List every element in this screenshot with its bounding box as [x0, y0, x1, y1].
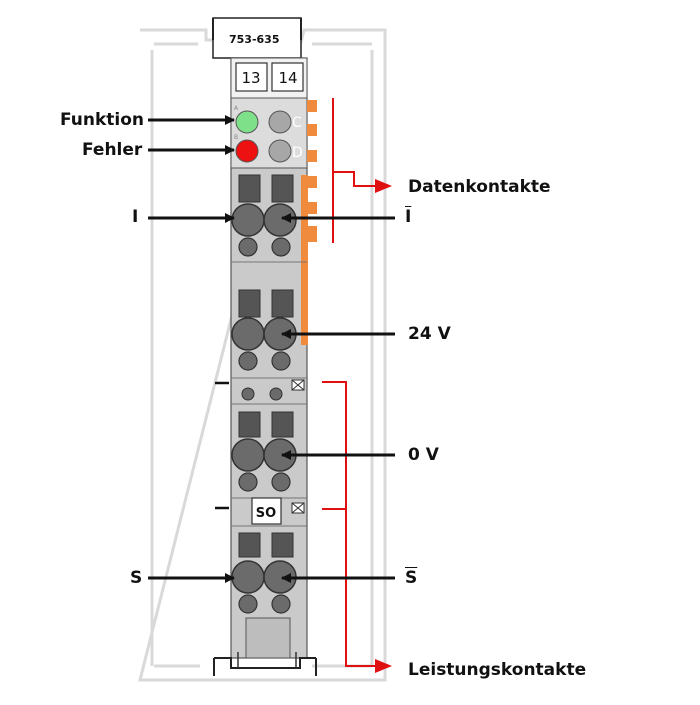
part-number: 753-635 — [229, 33, 280, 46]
led-d — [268, 139, 292, 163]
label-funktion: Funktion — [60, 110, 145, 130]
terminal-number-box-14 — [271, 62, 304, 92]
terminal-number-13: 13 — [241, 69, 260, 87]
power-contacts-bracket — [322, 381, 378, 667]
power-jumper-strip-1 — [231, 379, 307, 405]
led-letter-d: D — [292, 145, 303, 161]
top-clip — [212, 17, 302, 59]
led-letter-a: A — [234, 105, 239, 112]
terminal-number-14: 14 — [278, 69, 297, 87]
led-function — [235, 110, 259, 134]
led-letter-c: C — [292, 115, 302, 131]
label-fehler: Fehler — [82, 140, 143, 160]
connector-block-3 — [231, 411, 297, 492]
label-leistungskontakte: Leistungskontakte — [408, 660, 587, 680]
led-error — [235, 139, 259, 163]
data-contacts-arrowhead — [375, 179, 392, 193]
label-s: S — [130, 568, 143, 588]
so-marking: SO — [256, 506, 276, 521]
label-0v: 0 V — [408, 445, 439, 465]
label-i: I — [132, 207, 139, 227]
pointer-arrows — [148, 115, 395, 583]
label-s-bar: S — [405, 568, 418, 588]
label-i-bar: I — [405, 207, 412, 227]
power-jumper-strip-2 — [231, 497, 307, 527]
bottom-latch — [213, 617, 317, 676]
connector-block-1 — [231, 174, 307, 263]
data-contacts-strip — [301, 100, 317, 345]
led-c — [268, 110, 292, 134]
label-24v: 24 V — [408, 324, 451, 344]
label-datenkontakte: Datenkontakte — [408, 177, 551, 197]
led-letter-b: B — [234, 134, 238, 141]
terminal-number-box-13 — [235, 62, 268, 92]
power-contacts-arrowhead — [375, 659, 392, 673]
connector-block-2 — [231, 289, 307, 379]
